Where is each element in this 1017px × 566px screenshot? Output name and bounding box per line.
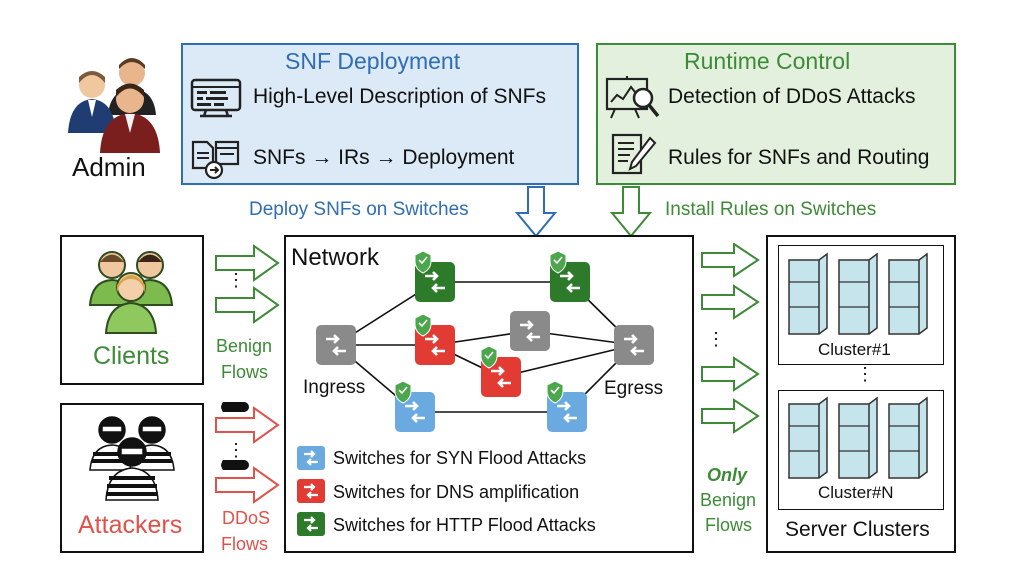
legend-label-3: Switches for HTTP Flood Attacks [333,515,596,535]
benign-flows-label-2: Flows [221,362,269,382]
ddos-flows-label-1: DDoS [222,508,271,528]
legend-green-swatch [297,512,325,536]
document-deploy-icon [191,140,240,180]
legend-label-1: Switches for SYN Flood Attacks [333,448,587,468]
attackers-label: Attackers [78,511,183,539]
network-title: Network [291,244,380,271]
install-arrow-label: Install Rules on Switches [665,199,877,220]
snf-deployment-panel [181,43,579,185]
benign-output-arrows: ⋮ [701,243,760,434]
snf-deployment-title: SNF Deployment [285,48,461,74]
clients-label: Clients [93,342,170,370]
output-flows-label: Flows [705,515,753,535]
deploy-arrow-label: Deploy SNFs on Switches [249,199,469,220]
runtime-item-label-2: Rules for SNFs and Routing [668,146,930,169]
cluster-ellipsis: ⋮ [856,364,874,384]
benign-flows-label-1: Benign [216,336,273,356]
output-benign-label: Benign [700,490,757,510]
code-window-icon [190,78,242,118]
server-clusters-label: Server Clusters [785,518,930,541]
egress-label: Egress [604,378,664,399]
network-topology [316,250,654,432]
runtime-item-label-1: Detection of DDoS Attacks [668,85,916,108]
svg-text:⋮: ⋮ [227,270,245,290]
only-label: Only [707,465,748,485]
cluster-1-label: Cluster#1 [818,340,891,359]
benign-input-arrows: ⋮ [215,244,280,324]
svg-text:⋮: ⋮ [707,329,725,349]
admin-label: Admin [72,152,146,182]
legend-red-swatch [297,479,325,503]
rules-list-icon [611,133,657,175]
snf-item-label-2: SNFs → IRs → Deployment [253,146,515,169]
server-rack-icon [788,396,928,479]
install-down-arrow [610,186,652,238]
switch-icon [316,262,654,432]
admin-icon [68,58,160,153]
server-rack-icon [788,252,928,335]
deploy-down-arrow [515,186,557,238]
svg-text:⋮: ⋮ [227,440,245,460]
ddos-flows-label-2: Flows [221,534,269,554]
attackers-group-icon [89,416,175,501]
runtime-control-title: Runtime Control [684,48,851,74]
chart-magnifier-icon [605,76,660,119]
ingress-label: Ingress [303,377,366,398]
cluster-n-label: Cluster#N [818,483,894,502]
clients-group-icon [88,251,174,334]
legend-label-2: Switches for DNS amplification [333,482,580,502]
ddos-input-arrows: ⋮ [215,402,280,504]
snf-item-label-1: High-Level Description of SNFs [253,85,546,108]
legend-blue-swatch [297,446,325,470]
